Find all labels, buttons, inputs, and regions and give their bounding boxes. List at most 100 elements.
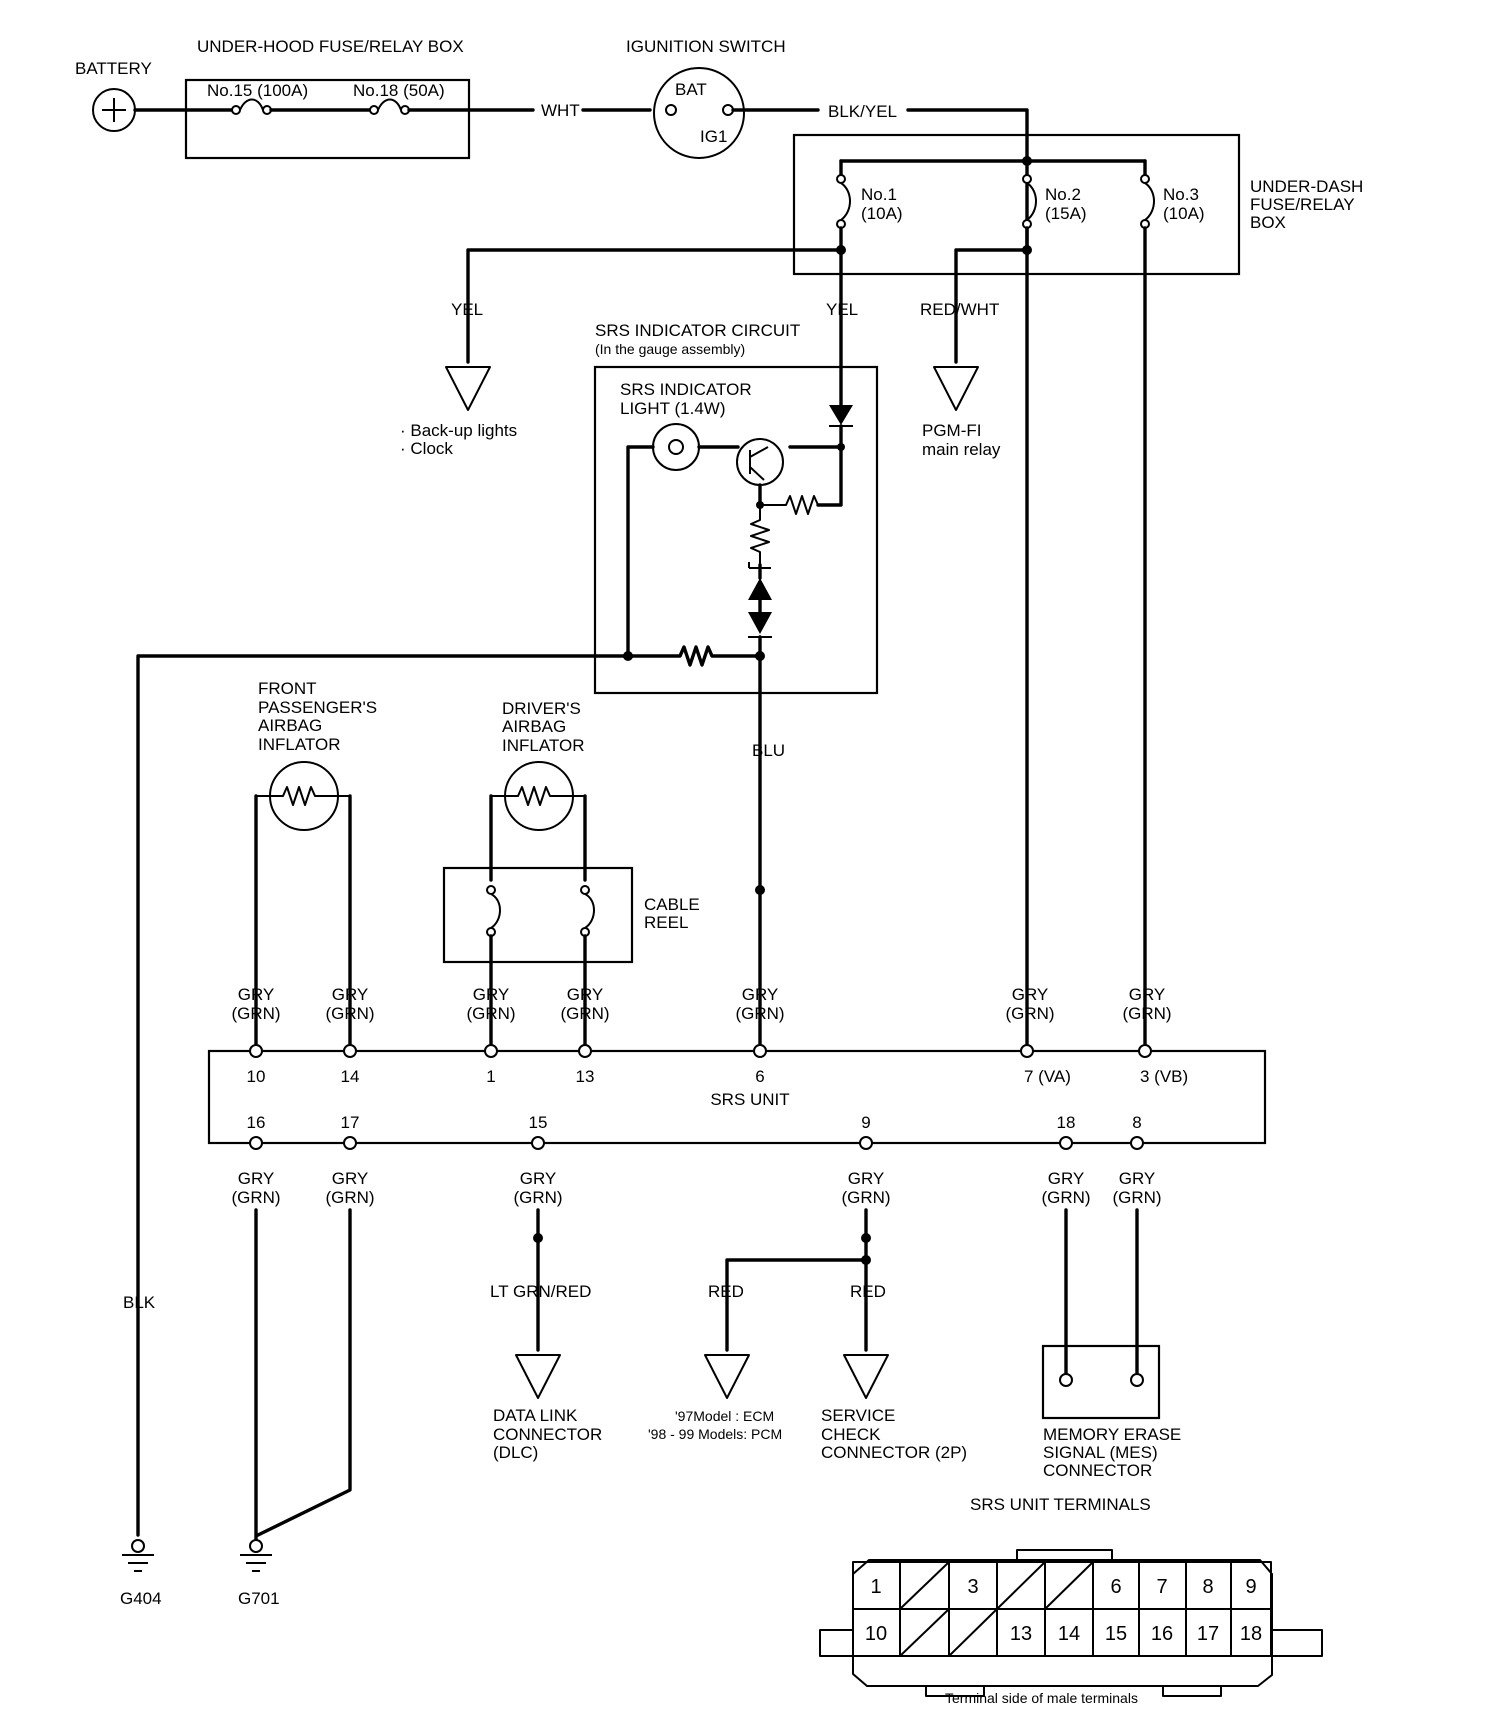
pin-label: 13 [576, 1067, 595, 1086]
wire-grn-label: (GRN) [560, 1004, 609, 1023]
ignition-switch [653, 67, 745, 159]
dash-fuse-1-amp: (10A) [861, 204, 903, 223]
ground-resistor [626, 645, 762, 667]
srs-circuit-label: SRS INDICATOR CIRCUIT [595, 321, 800, 340]
front-passenger-label-4: INFLATOR [258, 735, 341, 754]
wire-grn-label: (GRN) [231, 1004, 280, 1023]
terminal-side-label: Terminal side of male terminals [945, 1690, 1138, 1706]
red-wht-wire-label: RED/WHT [920, 300, 999, 319]
pin-label: 17 [341, 1113, 360, 1132]
red-wire-label-a: RED [708, 1282, 744, 1301]
pin-label: 8 [1132, 1113, 1141, 1132]
wire-grn-label: (GRN) [231, 1188, 280, 1207]
service-check-label-2: CHECK [821, 1425, 881, 1444]
blu-wire-label: BLU [752, 741, 785, 760]
mes-label-2: SIGNAL (MES) [1043, 1443, 1158, 1462]
fuse-18-symbol [369, 98, 410, 115]
wire-gry-label: GRY [848, 1169, 885, 1188]
dash-fuse-1-symbol [836, 159, 851, 252]
underhood-fuse-box [184, 78, 471, 160]
yel-mid-wire-label: YEL [826, 300, 858, 319]
srs-unit-top-terminals [249, 1044, 1152, 1058]
connector-pin: 1 [870, 1576, 881, 1598]
srs-connector-bottom-row: 10 13 14 15 16 17 18 [865, 1623, 1262, 1645]
fuse-15-label: No.15 (100A) [207, 81, 308, 100]
pin-label: 9 [861, 1113, 870, 1132]
underdash-box-label-3: BOX [1250, 213, 1286, 232]
cable-reel-label-1: CABLE [644, 895, 700, 914]
underdash-box-label-1: UNDER-DASH [1250, 177, 1363, 196]
srs-light-label-1: SRS INDICATOR [620, 380, 752, 399]
g404-label: G404 [120, 1589, 162, 1608]
wire-gry-label: GRY [238, 985, 275, 1004]
srs-unit-box [207, 1049, 1267, 1145]
connector-pin: 15 [1105, 1623, 1127, 1645]
front-passenger-label-1: FRONT [258, 679, 317, 698]
dash-fuse-3-symbol [1140, 159, 1155, 1052]
pgm-fi-arrow [933, 366, 979, 411]
srs-terminals-title: SRS UNIT TERMINALS [970, 1495, 1151, 1514]
pin-label: 7 (VA) [1024, 1067, 1071, 1086]
pin-label: 16 [247, 1113, 266, 1132]
connector-pin: 3 [967, 1576, 978, 1598]
cable-reel-box [442, 866, 634, 964]
wire-grn-label: (GRN) [1041, 1188, 1090, 1207]
dlc-arrow [515, 1354, 561, 1399]
driver-label-2: AIRBAG [502, 717, 566, 736]
wire-gry-label: GRY [1048, 1169, 1085, 1188]
front-passenger-label-2: PASSENGER'S [258, 698, 377, 717]
pin-label: 14 [341, 1067, 360, 1086]
connector-pin: 18 [1240, 1623, 1262, 1645]
front-passenger-label-3: AIRBAG [258, 716, 322, 735]
wire-grn-label: (GRN) [325, 1188, 374, 1207]
wire-grn-label: (GRN) [1122, 1004, 1171, 1023]
ecm-label-2: '98 - 99 Models: PCM [648, 1426, 782, 1442]
clock-label: · Clock [400, 439, 453, 458]
wire-grn-label: (GRN) [1112, 1188, 1161, 1207]
cable-reel-label-2: REEL [644, 913, 688, 932]
dlc-label-2: CONNECTOR [493, 1425, 602, 1444]
pin-label: 15 [529, 1113, 548, 1132]
srs-connector-grid [852, 1561, 1272, 1657]
bat-terminal-label: BAT [675, 80, 707, 99]
wire-gry-label: GRY [742, 985, 779, 1004]
ground-g404-symbol [122, 1539, 154, 1572]
wht-wire-label: WHT [541, 101, 580, 120]
wire-grn-label: (GRN) [1005, 1004, 1054, 1023]
connector-pin: 7 [1156, 1576, 1167, 1598]
indicator-diode [829, 405, 853, 427]
blk-yel-wire-label: BLK/YEL [828, 102, 897, 121]
driver-inflator [491, 761, 585, 831]
wire-gry-label: GRY [238, 1169, 275, 1188]
connector-pin: 13 [1010, 1623, 1032, 1645]
pin-label: 10 [247, 1067, 266, 1086]
ground-g701-symbol [240, 1539, 272, 1572]
driver-label-1: DRIVER'S [502, 699, 581, 718]
passenger-inflator [256, 761, 350, 831]
wire-grn-label: (GRN) [513, 1188, 562, 1207]
ignition-switch-label: IGUNITION SWITCH [626, 37, 786, 56]
underhood-box-label: UNDER-HOOD FUSE/RELAY BOX [197, 37, 464, 56]
dash-fuse-2-amp: (15A) [1045, 204, 1087, 223]
dash-fuse-3-amp: (10A) [1163, 204, 1205, 223]
connector-pin: 9 [1245, 1576, 1256, 1598]
wire-grn-label: (GRN) [735, 1004, 784, 1023]
wire-gry-label: GRY [1119, 1169, 1156, 1188]
connector-pin: 10 [865, 1623, 887, 1645]
srs-indicator-bulb [652, 423, 700, 471]
transistor-symbol [736, 438, 784, 486]
wire-gry-label: GRY [332, 1169, 369, 1188]
battery-label: BATTERY [75, 59, 152, 78]
blk-wire-label: BLK [123, 1293, 156, 1312]
mes-connector-box [1041, 1344, 1161, 1420]
lt-grn-red-wire-label: LT GRN/RED [490, 1282, 591, 1301]
red-wire-label-b: RED [850, 1282, 886, 1301]
service-check-label-3: CONNECTOR (2P) [821, 1443, 967, 1462]
battery-symbol [92, 88, 136, 132]
wire-gry-label: GRY [520, 1169, 557, 1188]
connector-pin: 17 [1197, 1623, 1219, 1645]
pin-label: 18 [1057, 1113, 1076, 1132]
underdash-box-label-2: FUSE/RELAY [1250, 195, 1355, 214]
series-resistor [750, 505, 770, 565]
